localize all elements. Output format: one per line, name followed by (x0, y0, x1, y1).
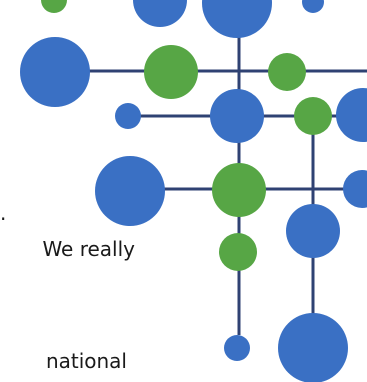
blue-node (286, 204, 340, 258)
blue-node (278, 313, 348, 382)
blue-node (95, 156, 165, 226)
green-node (219, 233, 257, 271)
blue-node (115, 103, 141, 129)
green-node (144, 45, 198, 99)
green-node (294, 97, 332, 135)
blue-node (336, 88, 367, 142)
blue-node (20, 37, 90, 107)
blue-node (202, 0, 272, 38)
blue-node (302, 0, 324, 13)
green-node (268, 53, 306, 91)
green-node (41, 0, 67, 13)
blue-node (210, 89, 264, 143)
text-fragment: We really (42, 237, 135, 261)
text-fragment: national (45, 349, 127, 373)
blue-node (343, 170, 367, 208)
blue-node (133, 0, 187, 27)
green-node (212, 163, 266, 217)
text-fragment: . (0, 201, 7, 225)
blue-node (224, 335, 250, 361)
